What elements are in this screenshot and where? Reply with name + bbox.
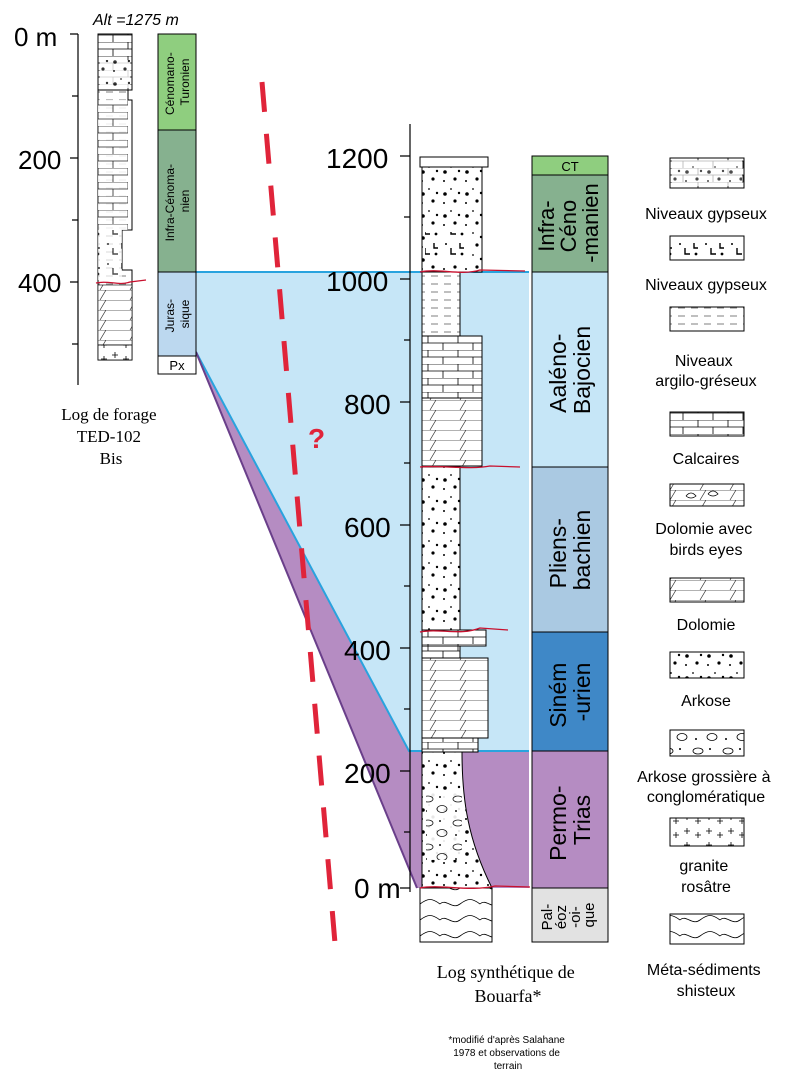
- legend-item: granite rosâtre: [669, 817, 745, 896]
- synthetic-tick-200: 200: [344, 758, 391, 789]
- legend-item: Arkose grossière à conglomératique: [637, 729, 775, 806]
- question-mark: ?: [308, 423, 325, 454]
- stage-px-label: Px: [169, 358, 185, 373]
- stage-infra-cenomanien: [157, 129, 197, 273]
- brick-icon: [669, 411, 745, 437]
- svg-text:Pal- éoz -oi-: Pal- éoz -oi- que: [539, 900, 598, 931]
- inferred-fault-line: [259, 81, 339, 956]
- svg-text:Méta-sédiments shisteu: Méta-sédiments shisteux: [647, 962, 765, 1000]
- jurassic-base-line: [195, 351, 529, 752]
- synthetic-tick-400: 400: [344, 635, 391, 666]
- legend-item: Niveaux argilo-gréseux: [655, 306, 757, 390]
- svg-text:Infra- Céno -manie: Infra- Céno -manien: [534, 183, 603, 262]
- legend-item: Dolomie avec birds eyes: [655, 483, 756, 559]
- stage-sinemurien: [531, 631, 609, 752]
- synthetic-tick-1200: 1200: [326, 143, 388, 174]
- svg-text:Aaléno- Bajocien: Aaléno- Bajocien: [545, 326, 595, 414]
- synthetic-caption: Log synthétique de Bouarfa*: [437, 962, 579, 1006]
- borehole-tick-400: 400: [18, 268, 61, 298]
- stage-aaleno-bajocien: [531, 271, 609, 468]
- legend-item: Niveaux gypseux: [645, 157, 767, 223]
- svg-text:Permo- Trias: Permo- Trias: [545, 779, 595, 861]
- wavy-icon: [669, 913, 745, 945]
- borehole-stage-column: Cénomano- Turonien Infra-Cénoma- nien Ju…: [157, 33, 197, 375]
- stage-infra-cenomanien-synthetic: [531, 174, 609, 273]
- synthetic-depth-axis: 1200 1000 800 600 400 200 0 m: [326, 124, 411, 904]
- borehole-depth-axis: 0 m 200 400: [14, 22, 79, 385]
- borehole-lithology-column: [95, 33, 147, 361]
- legend-item: Niveaux gypseux: [645, 235, 767, 294]
- svg-text:Niveaux argilo-gréseux: Niveaux argilo-gréseux: [655, 353, 756, 390]
- synthetic-tick-800: 800: [344, 389, 391, 420]
- svg-text:Juras- sique: Juras- sique: [163, 296, 192, 333]
- source-note: *modifié d'après Salahane 1978 et observ…: [448, 1035, 567, 1072]
- dots-icon: [669, 651, 745, 679]
- legend-item: Méta-sédiments shisteux: [647, 913, 765, 1000]
- synthetic-stage-column: CT Infra- Céno -manien Aaléno- Bajocien …: [531, 155, 609, 943]
- svg-text:Siném -urien: Siném -urien: [545, 656, 595, 728]
- dashes-icon: [669, 306, 745, 332]
- borehole-caption: Log de forage TED-102 Bis: [61, 405, 161, 468]
- synthetic-tick-0: 0 m: [354, 873, 401, 904]
- stage-paleozoique: [531, 887, 609, 943]
- altitude-label: Alt =1275 m: [92, 12, 179, 29]
- svg-text:Niveaux gypseux: Niveaux gypseux: [645, 277, 767, 294]
- svg-text:Dolomie avec birds eye: Dolomie avec birds eyes: [655, 521, 756, 559]
- synthetic-tick-1000: 1000: [326, 266, 388, 297]
- pebbles-icon: [669, 729, 745, 757]
- gypsum-icon: [669, 235, 745, 261]
- synthetic-lithology-column: [419, 156, 531, 943]
- legend: Niveaux gypseux Niveaux gypseux Niveaux …: [637, 157, 775, 1000]
- stage-px: [157, 355, 197, 375]
- cross-icon: [669, 817, 745, 847]
- stage-cenomano-turonien: [157, 33, 197, 131]
- svg-text:Cénomano- Turonien: Cénomano- Turonien: [163, 49, 192, 115]
- svg-text:Calcaires: Calcaires: [673, 451, 740, 468]
- stage-pliensbachien: [531, 466, 609, 633]
- svg-text:Infra-Cénoma- nien: Infra-Cénoma- nien: [163, 161, 192, 242]
- svg-text:Pliens- bachien: Pliens- bachien: [545, 510, 595, 591]
- legend-item: Dolomie: [669, 577, 745, 634]
- legend-item: Arkose: [669, 651, 745, 710]
- synthetic-tick-600: 600: [344, 512, 391, 543]
- borehole-tick-0: 0 m: [14, 22, 57, 52]
- svg-text:Dolomie: Dolomie: [677, 617, 736, 634]
- svg-text:Arkose grossière à con: Arkose grossière à conglomératique: [637, 769, 775, 806]
- svg-text:granite rosâtre: granite rosâtre: [679, 858, 732, 896]
- borehole-tick-200: 200: [18, 145, 61, 175]
- svg-text:Niveaux gypseux: Niveaux gypseux: [645, 206, 767, 223]
- slash-icon: [669, 577, 745, 603]
- birds-eyes-icon: [669, 483, 745, 507]
- stage-permo-trias: [531, 750, 609, 889]
- svg-text:CT: CT: [561, 159, 578, 174]
- svg-text:Arkose: Arkose: [681, 693, 731, 710]
- legend-item: Calcaires: [669, 411, 745, 468]
